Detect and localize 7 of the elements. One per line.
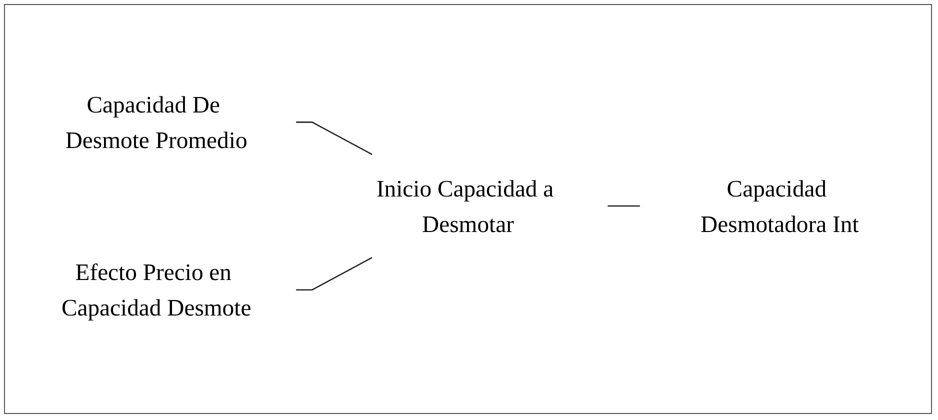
node-text: Capacidad Desmotadora Int [700, 175, 859, 238]
node-text: Capacidad De Desmote Promedio [65, 92, 248, 154]
connector [608, 206, 640, 208]
node-text: Efecto Precio en Capacidad Desmote [61, 259, 252, 322]
node-text: Inicio Capacidad a Desmotar [376, 175, 554, 238]
connector [296, 258, 372, 291]
connector [296, 122, 372, 156]
